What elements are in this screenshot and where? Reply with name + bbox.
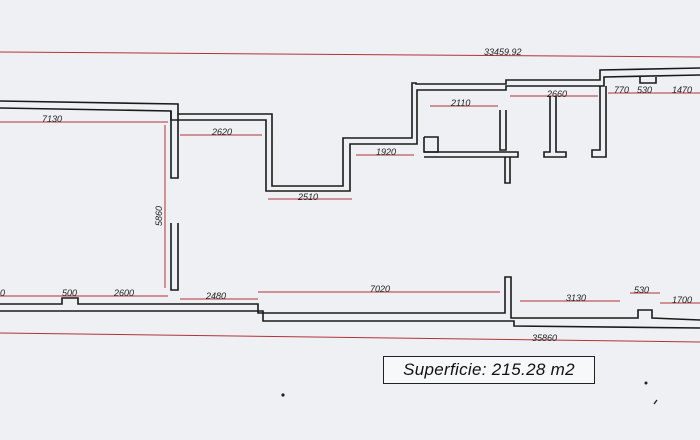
left-room-wall-lower (170, 223, 179, 291)
area-summary-box: Superficie: 215.28 m2 (383, 356, 595, 384)
top-wall-outer (0, 67, 700, 187)
dim-label-7020: 7020 (370, 284, 390, 294)
dim-label-2660: 2660 (546, 89, 567, 99)
bottom-wall-inner (0, 276, 700, 321)
dim-label-500: 500 (62, 288, 77, 298)
dim-label-7130: 7130 (42, 114, 62, 124)
top-wall-inner (0, 74, 700, 192)
dimension-lines (0, 51, 700, 343)
dim-label-2620: 2620 (211, 127, 232, 137)
walls (0, 67, 700, 329)
bath-wall-down (504, 157, 511, 184)
dim-label-2600: 2600 (113, 288, 134, 298)
dim-label-2480: 2480 (205, 291, 226, 301)
bath-block (423, 136, 439, 153)
area-value: 215.28 m2 (491, 360, 575, 379)
bath-partition (424, 151, 519, 158)
dim-label-1470: 1470 (672, 85, 692, 95)
dim-label-bottom-overall: 35860 (532, 333, 557, 343)
dim-label-530-top: 530 (637, 85, 652, 95)
dim-line-bottom-overall (0, 332, 700, 343)
dim-label-770: 770 (614, 85, 629, 95)
dim-label-1920: 1920 (376, 147, 396, 157)
dim-label-3130: 3130 (566, 293, 586, 303)
dim-label-0: 0 (0, 288, 5, 298)
area-label: Superficie: (403, 360, 487, 379)
dim-line-top-overall (0, 51, 700, 58)
dimension-labels: 33459.92 7130 2620 2110 2660 770 530 147… (0, 47, 692, 343)
dim-label-5860: 5860 (154, 206, 164, 226)
right-partition (591, 86, 607, 158)
dim-label-530-bottom: 530 (634, 285, 649, 295)
dim-label-top-overall: 33459.92 (484, 47, 522, 57)
left-room-wall-upper (170, 111, 179, 179)
top-right-notch (639, 77, 657, 84)
dim-label-2110: 2110 (450, 98, 470, 108)
bottom-wall-outer (0, 310, 700, 329)
dim-label-2510: 2510 (297, 192, 318, 202)
bath-wall-right (499, 110, 507, 151)
stray-marks (281, 381, 658, 405)
dim-label-1700: 1700 (672, 295, 692, 305)
pillar-t (543, 96, 567, 158)
